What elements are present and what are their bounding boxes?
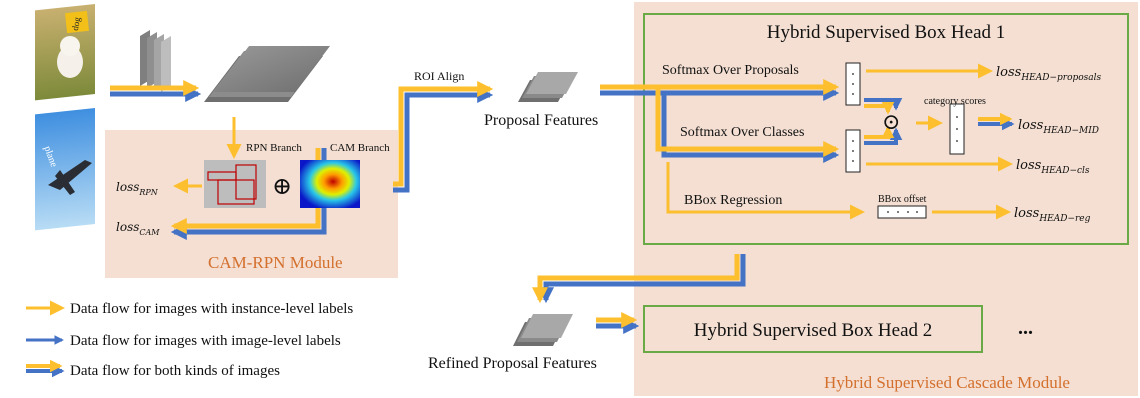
cascade-panel — [634, 2, 1138, 396]
loss-head-reg: lossHEAD−reg — [1014, 206, 1091, 224]
head2-box — [643, 305, 983, 353]
bbox-offset-label: BBox offset — [878, 194, 927, 205]
class-score-vector — [845, 129, 861, 173]
rpn-box-3 — [217, 179, 255, 205]
loss-head-mid: lossHEAD−MID — [1018, 118, 1099, 136]
head-ellipsis: ... — [1018, 317, 1033, 339]
legend-image-label: Data flow for images with image-level la… — [70, 333, 341, 349]
proposal-features-stack — [518, 72, 578, 102]
cascade-module-title: Hybrid Supervised Cascade Module — [824, 373, 1070, 392]
plane-image: plane — [35, 108, 95, 231]
proposal-score-vector — [845, 62, 861, 106]
merge-to-odot-arrows — [864, 97, 903, 145]
head1-to-head2-arrow — [531, 254, 746, 304]
odot-symbol: ⊙ — [882, 109, 900, 134]
loss-cam: lossCAM — [116, 220, 160, 237]
loss-head-cls: lossHEAD−cls — [1016, 158, 1090, 176]
legend-instance-label: Data flow for images with instance-level… — [70, 301, 353, 317]
roi-align-label: ROI Align — [414, 69, 464, 83]
head1-box — [643, 13, 1129, 245]
head1-title: Hybrid Supervised Box Head 1 — [767, 22, 1006, 43]
softmax-proposals-label: Softmax Over Proposals — [662, 63, 799, 78]
rpn-box-2 — [235, 164, 257, 200]
rpn-branch-label: RPN Branch — [246, 142, 302, 154]
category-score-vector — [949, 103, 965, 155]
dog-label: dog — [70, 16, 82, 32]
legend-both-label: Data flow for both kinds of images — [70, 363, 280, 379]
oplus-symbol: ⊕ — [272, 174, 292, 200]
roi-align-arrow — [393, 80, 494, 193]
category-scores-label: category scores — [924, 96, 986, 107]
head2-title: Hybrid Supervised Box Head 2 — [694, 320, 933, 341]
yellow-thin-arrows — [173, 63, 1013, 220]
input-to-backbone-arrow — [110, 79, 202, 103]
softmax-classes-label: Softmax Over Classes — [680, 125, 804, 140]
cam-rpn-module-title: CAM-RPN Module — [208, 253, 343, 272]
refined-to-head2-arrow — [596, 311, 640, 335]
proposals-to-head-arrow — [600, 78, 840, 164]
bbox-regression-label: BBox Regression — [684, 193, 782, 208]
refined-proposal-features-label: Refined Proposal Features — [428, 355, 597, 372]
loss-head-proposals: lossHEAD−proposals — [996, 65, 1102, 83]
bbox-offset-vector — [877, 205, 927, 219]
loss-rpn: lossRPN — [116, 180, 159, 197]
mid-loss-arrow — [978, 112, 1015, 131]
rpn-proposal-map — [204, 160, 266, 208]
legend-both-arrow — [26, 359, 65, 378]
dog-image: dog — [35, 4, 95, 101]
cam-branch-label: CAM Branch — [330, 142, 390, 154]
refined-features-stack — [513, 314, 573, 346]
cam-heatmap — [300, 160, 360, 208]
proposal-features-label: Proposal Features — [484, 112, 598, 129]
backbone-stack — [140, 30, 171, 92]
feature-map — [204, 46, 330, 102]
